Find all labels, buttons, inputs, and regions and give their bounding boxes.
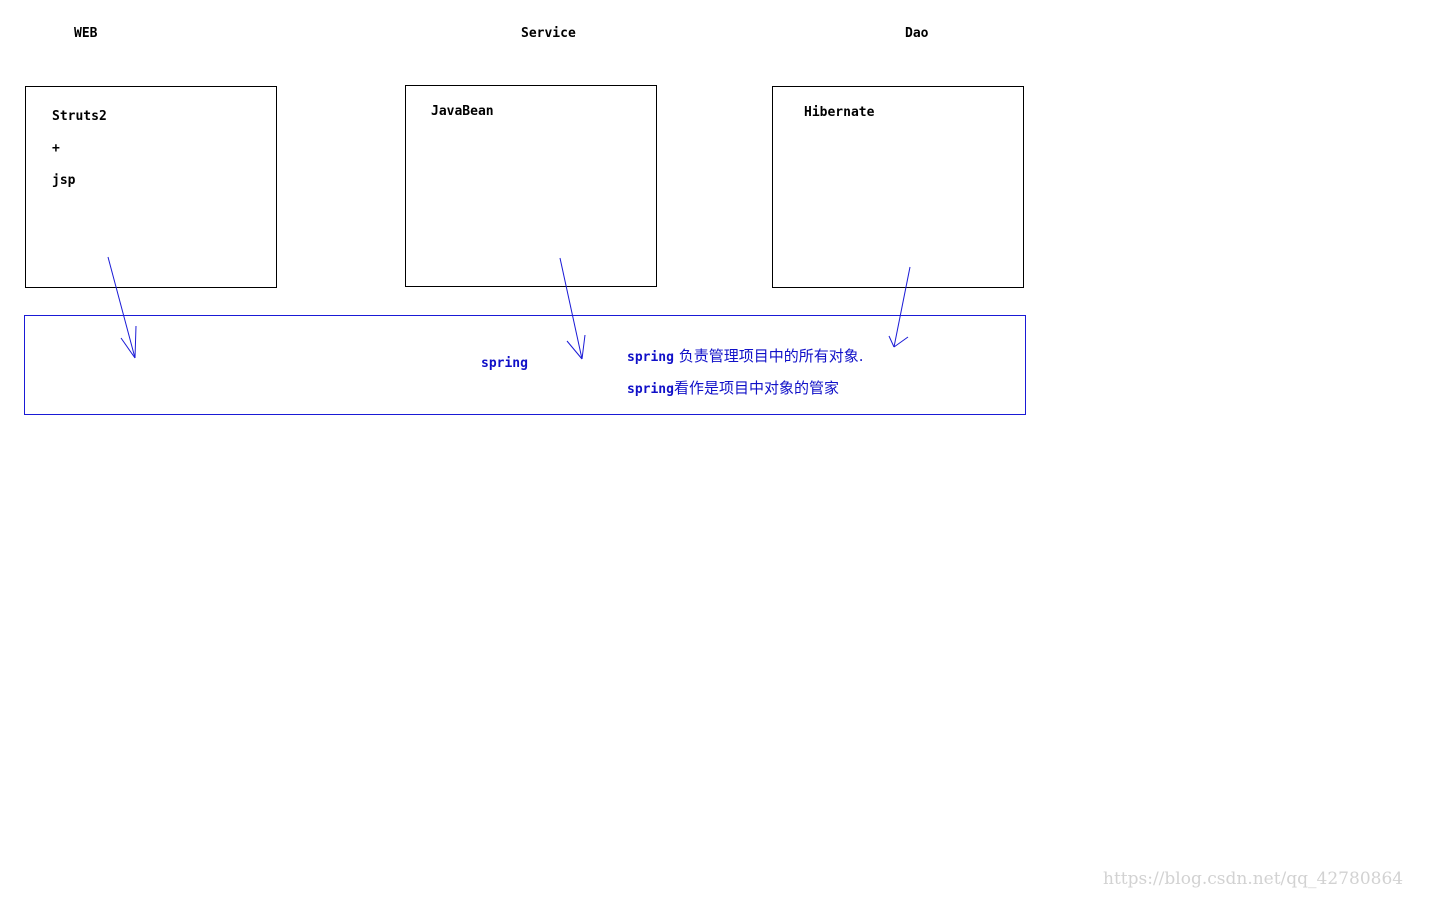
dao-to-spring-arrow (888, 266, 911, 348)
spring-container-box (24, 315, 1026, 415)
service-box (405, 85, 657, 287)
spring-note-line-1: spring 负责管理项目中的所有对象. (627, 345, 864, 366)
spring-label-text: spring (481, 356, 528, 371)
service-layer-label: Service (521, 26, 576, 41)
spring-note-line-2-text: 看作是项目中对象的管家 (673, 379, 839, 397)
web-box-line-struts2: Struts2 (52, 109, 107, 124)
spring-label: spring (481, 355, 528, 371)
spring-note-line-1-text: 负责管理项目中的所有对象. (673, 347, 864, 365)
dao-layer-label: Dao (905, 26, 929, 41)
web-to-spring-arrow (107, 256, 137, 359)
web-box-line-plus: + (52, 141, 60, 156)
spring-note-line-2: spring看作是项目中对象的管家 (627, 377, 839, 398)
web-layer-label: WEB (74, 26, 98, 41)
watermark-url: https://blog.csdn.net/qq_42780864 (1103, 869, 1404, 889)
web-box-line-jsp: jsp (52, 173, 76, 188)
dao-box (772, 86, 1024, 288)
spring-note-line-2-word: spring (627, 382, 674, 397)
service-box-line-javabean: JavaBean (431, 104, 494, 119)
service-to-spring-arrow (559, 257, 586, 360)
spring-note-line-1-word: spring (627, 350, 674, 365)
dao-box-line-hibernate: Hibernate (804, 105, 875, 120)
web-box (25, 86, 277, 288)
